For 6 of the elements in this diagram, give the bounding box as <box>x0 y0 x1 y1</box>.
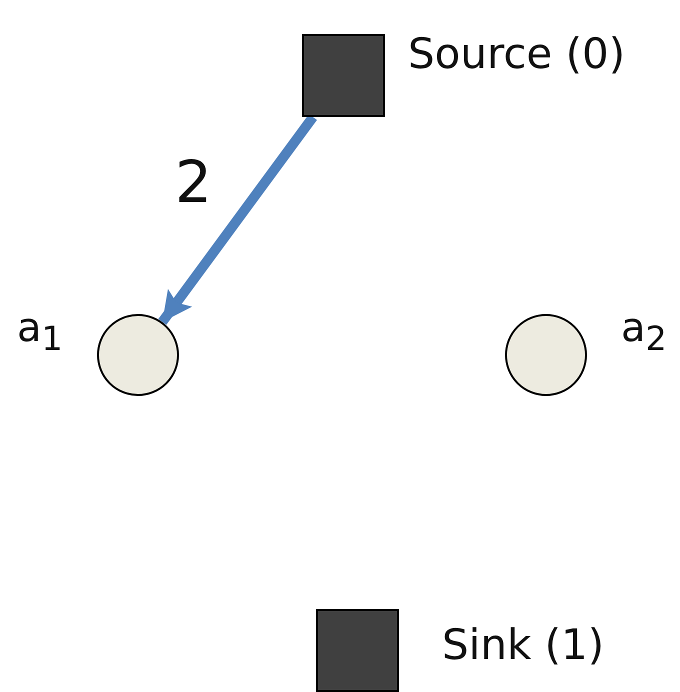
node-caption: Sink (1) <box>442 624 604 666</box>
node-caption: a$_{1}$ <box>17 308 63 356</box>
node-caption: Source (0) <box>408 33 626 75</box>
terminal-square <box>316 609 399 692</box>
terminal-square <box>302 34 385 117</box>
node-caption: a$_{2}$ <box>621 308 667 356</box>
